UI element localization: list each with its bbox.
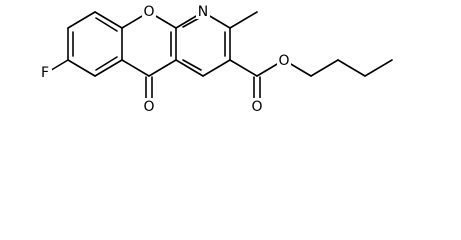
ketone-oxygen-bg [142, 98, 156, 114]
ester-carbonyl-oxygen-label: O [251, 99, 262, 115]
fluorine-bg [38, 64, 52, 80]
bond [67, 11, 96, 29]
bond [94, 59, 123, 77]
bond [94, 11, 123, 29]
bond [229, 59, 258, 77]
bond [337, 59, 366, 77]
ring-nitrogen-label: N [198, 4, 208, 20]
ester-ether-oxygen-label: O [278, 53, 289, 69]
atom-label-layer: O N F O O O [41, 4, 290, 115]
bond [310, 59, 339, 77]
ketone-oxygen-label: O [143, 99, 154, 115]
ring-nitrogen-bg [196, 3, 210, 19]
molecule-structure-diagram: O N F O O O [38, 3, 393, 115]
fluorine-label: F [41, 65, 49, 81]
ring-oxygen-label: O [143, 4, 154, 20]
bond [182, 59, 202, 71]
bond [148, 59, 177, 77]
atom-label-backgrounds [38, 3, 291, 114]
bond [95, 17, 118, 32]
bond [95, 56, 118, 71]
bond [202, 59, 231, 77]
bond [364, 59, 393, 77]
bond [121, 59, 150, 77]
bond [175, 59, 204, 77]
ring-oxygen-bg [142, 3, 156, 19]
ester-ether-oxygen-bg [277, 52, 291, 68]
bond [67, 59, 96, 77]
bond-layer [47, 11, 393, 105]
bond [229, 11, 258, 29]
ester-carbonyl-oxygen-bg [250, 98, 264, 114]
